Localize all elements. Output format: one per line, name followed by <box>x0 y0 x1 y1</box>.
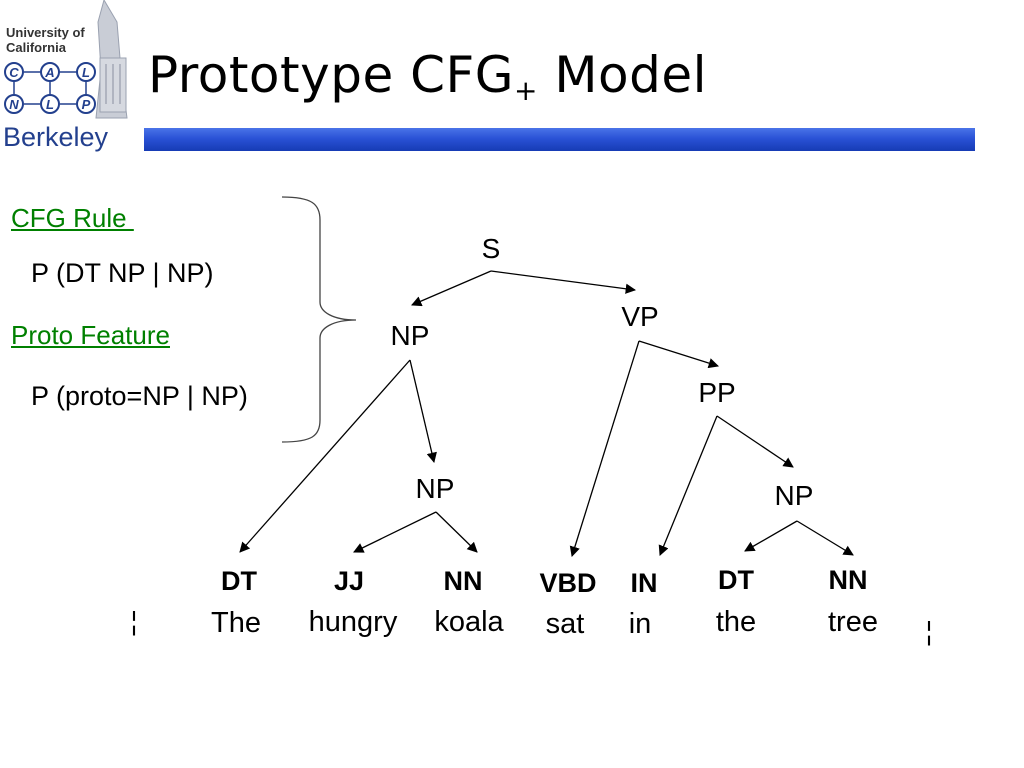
slide-title: Prototype CFG+ Model <box>148 50 707 105</box>
logo-letter-p: P <box>82 97 91 112</box>
logo-letter-c: C <box>9 65 19 80</box>
node-s: S <box>482 233 501 264</box>
right-brace <box>281 196 357 443</box>
proto-feature-link[interactable]: Proto Feature <box>11 320 170 350</box>
slide-title-main: Prototype CFG <box>148 46 515 104</box>
tag-dt2: DT <box>718 565 754 595</box>
tag-nn2: NN <box>829 565 868 595</box>
tag-jj: JJ <box>334 566 364 596</box>
right-boundary-marker: ¦ <box>926 616 933 646</box>
word-sat: sat <box>546 608 585 640</box>
edge-pp-np <box>716 415 794 468</box>
node-pp: PP <box>698 377 735 408</box>
title-underline-bar <box>144 128 975 151</box>
edge-np-np <box>409 359 437 464</box>
edge-np-jj <box>353 511 437 553</box>
edge-pp-in <box>658 415 718 556</box>
word-in: in <box>629 608 652 640</box>
berkeley-logo-graphic: University of California C A L N L P Ber… <box>3 0 128 152</box>
logo-letter-l2: L <box>46 97 54 112</box>
tag-nn: NN <box>444 566 483 596</box>
logo-letter-l: L <box>82 65 90 80</box>
left-boundary-marker: ¦ <box>131 606 138 636</box>
word-hungry: hungry <box>309 606 398 638</box>
tag-vbd: VBD <box>539 568 596 598</box>
logo-letter-n: N <box>9 97 19 112</box>
cfg-rule-formula: P (DT NP | NP) <box>31 258 214 288</box>
cfg-rule-link[interactable]: CFG Rule <box>11 203 134 233</box>
word-the: The <box>211 607 261 639</box>
edge-np-nn2 <box>796 520 854 556</box>
logo-letter-a: A <box>44 65 54 80</box>
edge-vp-pp <box>638 340 719 369</box>
tag-dt: DT <box>221 566 257 596</box>
edge-vp-vbd <box>569 340 640 557</box>
node-vp: VP <box>621 301 658 332</box>
edge-np-dt <box>239 359 411 553</box>
edge-s-vp <box>490 270 637 294</box>
slide-title-tail: Model <box>538 46 708 104</box>
edge-np-dt2 <box>744 520 798 552</box>
logo-line2: California <box>6 40 67 55</box>
logo-line1: University of <box>6 25 85 40</box>
logo-wordmark: Berkeley <box>3 122 109 152</box>
proto-feature-formula: P (proto=NP | NP) <box>31 381 248 411</box>
word-the2: the <box>716 606 756 638</box>
tag-in: IN <box>631 568 658 598</box>
node-np-inner: NP <box>416 473 455 504</box>
word-tree: tree <box>828 606 878 638</box>
word-koala: koala <box>434 606 504 638</box>
edge-np-nn <box>435 511 478 553</box>
berkeley-logo: University of California C A L N L P Ber… <box>0 0 140 156</box>
node-np-object: NP <box>775 480 814 511</box>
slide-title-subscript: + <box>514 74 538 107</box>
edge-s-np <box>411 270 492 307</box>
node-np-subject: NP <box>391 320 430 351</box>
